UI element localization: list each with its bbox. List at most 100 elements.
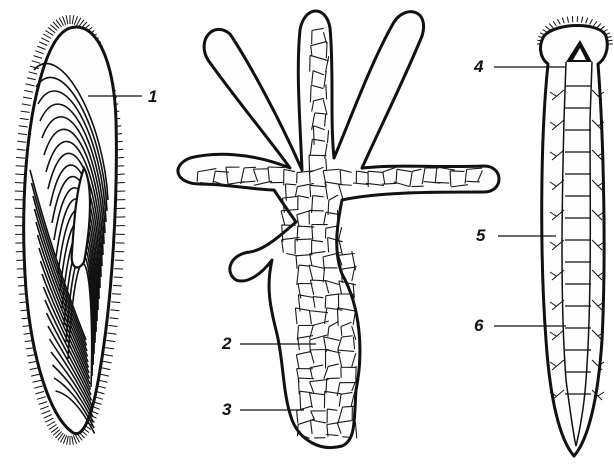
cell-wall bbox=[326, 42, 327, 58]
cilium bbox=[109, 325, 118, 326]
cell-wall bbox=[326, 158, 327, 170]
cilium bbox=[20, 118, 29, 119]
cilium bbox=[101, 368, 110, 370]
cilium bbox=[16, 166, 25, 167]
cilium bbox=[111, 302, 120, 303]
cilium bbox=[110, 318, 119, 319]
cell-wall bbox=[337, 308, 338, 326]
cell-wall bbox=[244, 167, 256, 168]
cilium bbox=[17, 141, 26, 142]
cilium bbox=[41, 38, 49, 42]
cilium bbox=[39, 42, 47, 46]
cilium bbox=[37, 397, 46, 400]
cilium bbox=[113, 285, 122, 286]
cell-wall bbox=[309, 172, 310, 183]
label-2: 2 bbox=[221, 334, 232, 353]
cilium bbox=[112, 294, 121, 295]
cilium bbox=[37, 46, 45, 49]
cilium bbox=[21, 111, 30, 112]
cell-wall bbox=[355, 422, 356, 438]
cilium bbox=[66, 15, 68, 24]
cilium bbox=[32, 61, 41, 64]
cilium bbox=[63, 16, 66, 24]
cilium bbox=[15, 174, 24, 175]
cell-wall bbox=[339, 185, 352, 186]
cilium bbox=[104, 355, 113, 357]
cilium bbox=[40, 406, 48, 409]
fringe-cilium bbox=[558, 19, 561, 24]
cilium bbox=[74, 16, 77, 24]
fringe-cilium bbox=[567, 17, 568, 23]
cilium bbox=[34, 56, 43, 59]
cell-wall bbox=[281, 211, 285, 225]
cilium bbox=[22, 104, 31, 106]
cilium bbox=[39, 402, 48, 405]
cilium bbox=[44, 415, 52, 419]
cilium bbox=[17, 149, 26, 150]
cell-wall bbox=[298, 424, 299, 436]
cilium bbox=[99, 380, 108, 382]
fringe-cilium bbox=[553, 21, 556, 26]
cilium bbox=[45, 418, 53, 422]
cilium bbox=[29, 72, 38, 74]
fringe-cilium bbox=[562, 18, 564, 24]
cilium bbox=[46, 31, 54, 36]
cilium bbox=[24, 90, 33, 92]
label-6: 6 bbox=[474, 316, 484, 335]
flatworm-organism: 4 5 6 bbox=[473, 16, 613, 456]
cilium bbox=[19, 126, 28, 127]
cell-wall bbox=[310, 280, 327, 281]
cilium bbox=[34, 386, 43, 388]
cilium bbox=[103, 361, 112, 363]
cilium bbox=[107, 333, 116, 334]
cilium bbox=[27, 78, 36, 80]
cell-wall bbox=[313, 126, 314, 145]
fringe-cilium bbox=[549, 24, 553, 28]
label-5: 5 bbox=[476, 226, 486, 245]
cilium bbox=[23, 97, 32, 99]
cell-wall bbox=[282, 225, 296, 226]
cell-wall bbox=[342, 406, 354, 407]
cell-wall bbox=[298, 378, 314, 379]
cell-wall bbox=[325, 296, 326, 309]
cilium bbox=[16, 157, 25, 158]
cilium bbox=[33, 380, 42, 382]
cilium bbox=[31, 374, 40, 376]
cilium bbox=[72, 15, 74, 24]
label-4: 4 bbox=[473, 57, 484, 76]
label-3: 3 bbox=[222, 400, 232, 419]
cilium bbox=[42, 411, 50, 414]
cilium bbox=[26, 84, 35, 86]
cilium bbox=[106, 340, 115, 341]
cilium bbox=[114, 277, 123, 278]
cell-wall bbox=[197, 172, 198, 182]
cell-wall bbox=[268, 167, 285, 168]
cilium bbox=[110, 310, 119, 311]
ciliate-organism: 1 bbox=[15, 15, 158, 445]
fringe-cilium bbox=[594, 21, 597, 26]
fringe-cilium bbox=[582, 17, 583, 23]
cell-wall bbox=[450, 171, 451, 187]
label-1: 1 bbox=[148, 87, 157, 106]
cilium bbox=[105, 348, 114, 349]
flatworm-body-outline bbox=[541, 26, 608, 457]
cell-wall bbox=[310, 85, 311, 102]
fringe-cilium bbox=[586, 18, 588, 24]
cilium bbox=[18, 134, 27, 135]
cilium bbox=[36, 391, 45, 394]
cilium bbox=[30, 368, 39, 370]
cilium bbox=[72, 436, 74, 445]
cilium bbox=[67, 436, 69, 445]
cilium bbox=[100, 374, 109, 376]
cell-wall bbox=[436, 182, 449, 183]
cilium bbox=[47, 422, 55, 427]
cell-wall bbox=[466, 181, 480, 182]
fringe-cilium bbox=[590, 19, 593, 24]
cilium bbox=[43, 34, 51, 39]
cilium bbox=[35, 51, 43, 54]
cilium bbox=[15, 183, 24, 184]
cell-wall bbox=[295, 239, 313, 240]
fringe-cilium bbox=[546, 26, 551, 30]
